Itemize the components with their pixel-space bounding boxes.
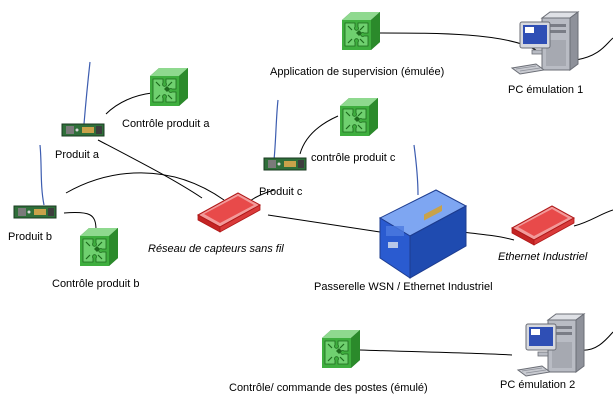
link-pc2-offpage: [579, 331, 613, 351]
puzzle-cube-icon: [149, 67, 189, 107]
link-hub-gateway: [267, 214, 381, 233]
label-controle-produit-a: Contrôle produit a: [122, 118, 210, 130]
label-produit-c: Produit c: [259, 186, 303, 198]
puzzle-cube-icon: [79, 227, 119, 267]
link-produit-b-controle-b: [63, 212, 97, 231]
antenna-produit-a: [83, 61, 91, 125]
antenna-produit-b: [39, 144, 45, 206]
wireless-sensor-node-icon: [13, 205, 57, 219]
desktop-pc-icon: [517, 313, 585, 377]
network-hub-icon: [197, 192, 261, 233]
network-hub-icon: [511, 205, 575, 246]
label-application-supervision: Application de supervision (émulée): [270, 66, 445, 78]
label-ethernet-industriel: Ethernet Industriel: [498, 251, 588, 263]
link-produit-a-hub: [97, 139, 203, 199]
link-controle-commande-pc2: [359, 349, 513, 356]
link-gateway-ethernet: [461, 231, 515, 241]
label-produit-a: Produit a: [55, 149, 100, 161]
label-produit-b: Produit b: [8, 231, 53, 243]
label-passerelle: Passerelle WSN / Ethernet Industriel: [314, 281, 493, 293]
link-produit-b-hub: [65, 172, 225, 201]
label-pc-emulation-2: PC émulation 2: [500, 379, 576, 391]
label-controle-produit-c: contrôle produit c: [311, 152, 396, 164]
link-pc1-offpage: [575, 37, 613, 61]
antennas: [39, 61, 419, 206]
label-controle-produit-b: Contrôle produit b: [52, 278, 140, 290]
link-controle-c-produit-c: [299, 115, 339, 155]
link-app-pc1: [377, 32, 537, 51]
wireless-sensor-node-icon: [61, 123, 105, 137]
puzzle-cube-icon: [339, 97, 379, 137]
link-ethernet-offpage: [573, 209, 613, 227]
label-pc-emulation-1: PC émulation 1: [508, 84, 584, 96]
label-controle-commande: Contrôle/ commande des postes (émulé): [229, 382, 428, 394]
antenna-produit-c: [273, 99, 279, 161]
desktop-pc-icon: [511, 11, 579, 75]
link-controle-a-produit-a: [105, 92, 153, 115]
wireless-sensor-node-icon: [263, 157, 307, 171]
antenna-gateway: [413, 144, 419, 196]
puzzle-cube-icon: [321, 329, 361, 369]
label-reseau-capteurs: Réseau de capteurs sans fil: [148, 243, 284, 255]
puzzle-cube-icon: [341, 11, 381, 51]
connections: [63, 32, 613, 356]
gateway-box-icon: [378, 189, 468, 279]
